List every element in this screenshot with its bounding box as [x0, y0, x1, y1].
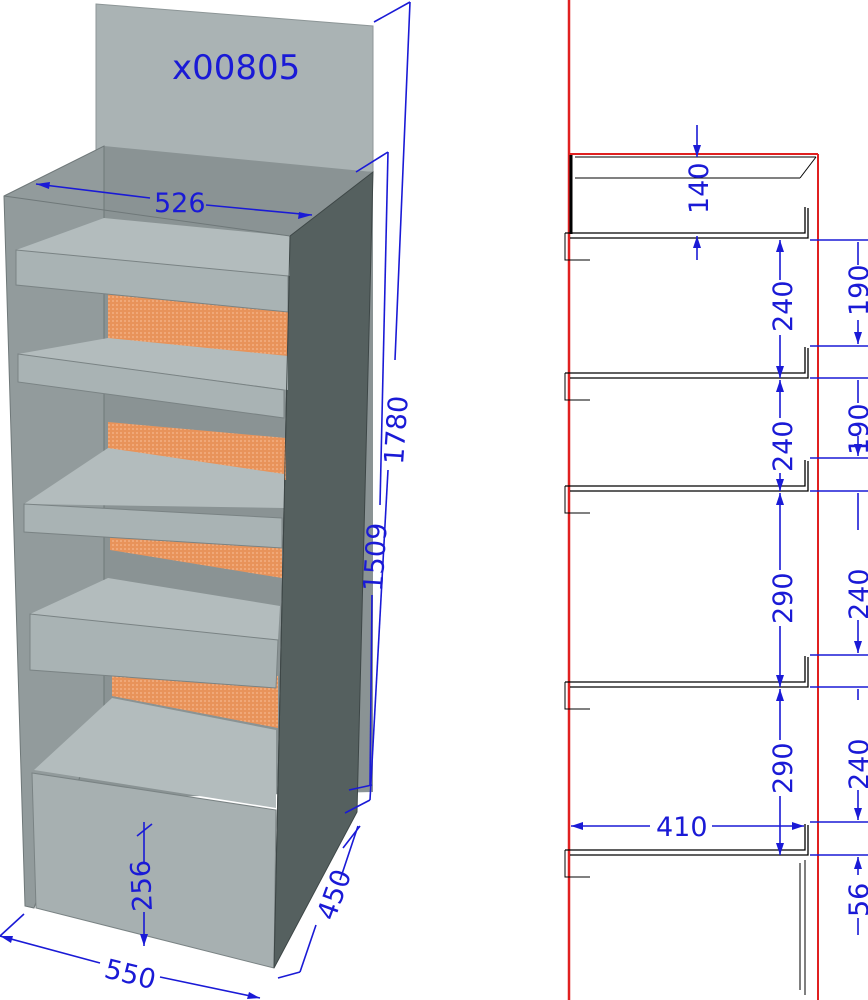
shelf-front-lip	[29, 613, 279, 689]
dimension-label-410: 410	[656, 812, 708, 843]
section-shelves	[564, 207, 809, 995]
section-shelf	[564, 207, 809, 261]
dimension-label-240-b: 240	[768, 420, 799, 472]
perspective-view: x00805	[0, 1, 415, 999]
inner-dimension-chain: 140 240 240 290 290	[684, 125, 799, 855]
dimension-526: 526	[35, 182, 313, 219]
shelves	[15, 218, 290, 808]
shelf-top	[30, 578, 280, 640]
dimension-label-550: 550	[101, 954, 159, 997]
dimension-label-240-d: 240	[844, 738, 868, 790]
dimension-label-1780: 1780	[379, 395, 415, 466]
header-board	[95, 3, 374, 173]
section-view: 140 240 240 290 290	[564, 0, 868, 1000]
shelf-top	[16, 218, 290, 276]
model-code: x00805	[172, 48, 300, 88]
section-shelf	[564, 460, 809, 514]
dimension-1509: 1509	[348, 151, 394, 791]
shelf-front-lip	[17, 353, 285, 419]
dimension-label-1509: 1509	[358, 522, 394, 593]
section-shelf	[564, 824, 809, 878]
section-shelf	[564, 656, 809, 710]
dimension-410: 410	[571, 812, 804, 843]
dimension-label-190-a: 190	[844, 264, 868, 316]
dimension-label-190-b: 190	[844, 403, 868, 455]
base-shelf-top	[34, 698, 276, 808]
section-shelf	[564, 347, 809, 401]
dimension-1780: 1780	[344, 1, 415, 814]
shelf-front-lip	[23, 503, 283, 549]
dimension-label-290-b: 290	[768, 742, 799, 794]
dimension-label-56: 56	[844, 883, 868, 917]
dimension-label-140: 140	[684, 162, 715, 214]
orange-backing	[108, 293, 288, 356]
dimension-label-240-a: 240	[768, 280, 799, 332]
shelf-top	[24, 448, 284, 508]
dimension-256: 256	[125, 822, 159, 946]
dimension-label-240-c: 240	[844, 568, 868, 620]
dimension-label-256: 256	[125, 859, 159, 912]
outer-dimension-chain: 190 190 240 240 56	[810, 239, 868, 935]
shelf-top	[18, 338, 288, 390]
dimension-label-290-a: 290	[768, 572, 799, 624]
dimension-label-526: 526	[154, 188, 206, 219]
